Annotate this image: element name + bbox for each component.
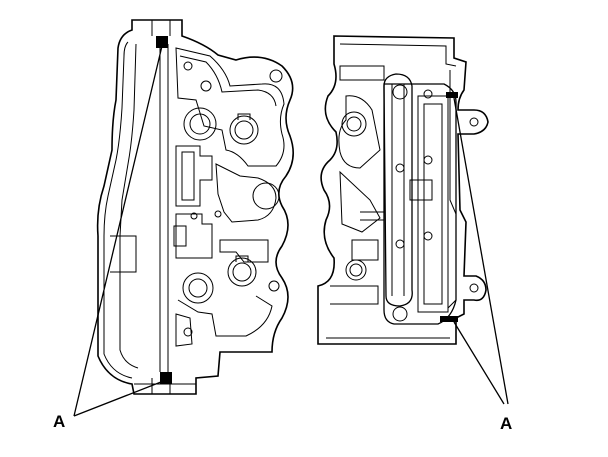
right-head-outline (317, 35, 489, 345)
right-seal-point-top (446, 92, 458, 98)
right-seal-point-bottom (440, 316, 458, 322)
left-head-outline (96, 19, 294, 395)
left-rail (159, 44, 169, 372)
right-leader-lines (453, 97, 509, 405)
callout-label-left: A (53, 412, 66, 431)
left-cylinder-head (96, 19, 294, 395)
left-top-flange (131, 20, 171, 36)
right-cylinder-head (317, 35, 489, 345)
left-leader-lines (73, 45, 167, 417)
left-seal-point-top (156, 36, 168, 48)
right-cam-carrier (383, 73, 413, 307)
callout-label-right: A (500, 414, 513, 433)
